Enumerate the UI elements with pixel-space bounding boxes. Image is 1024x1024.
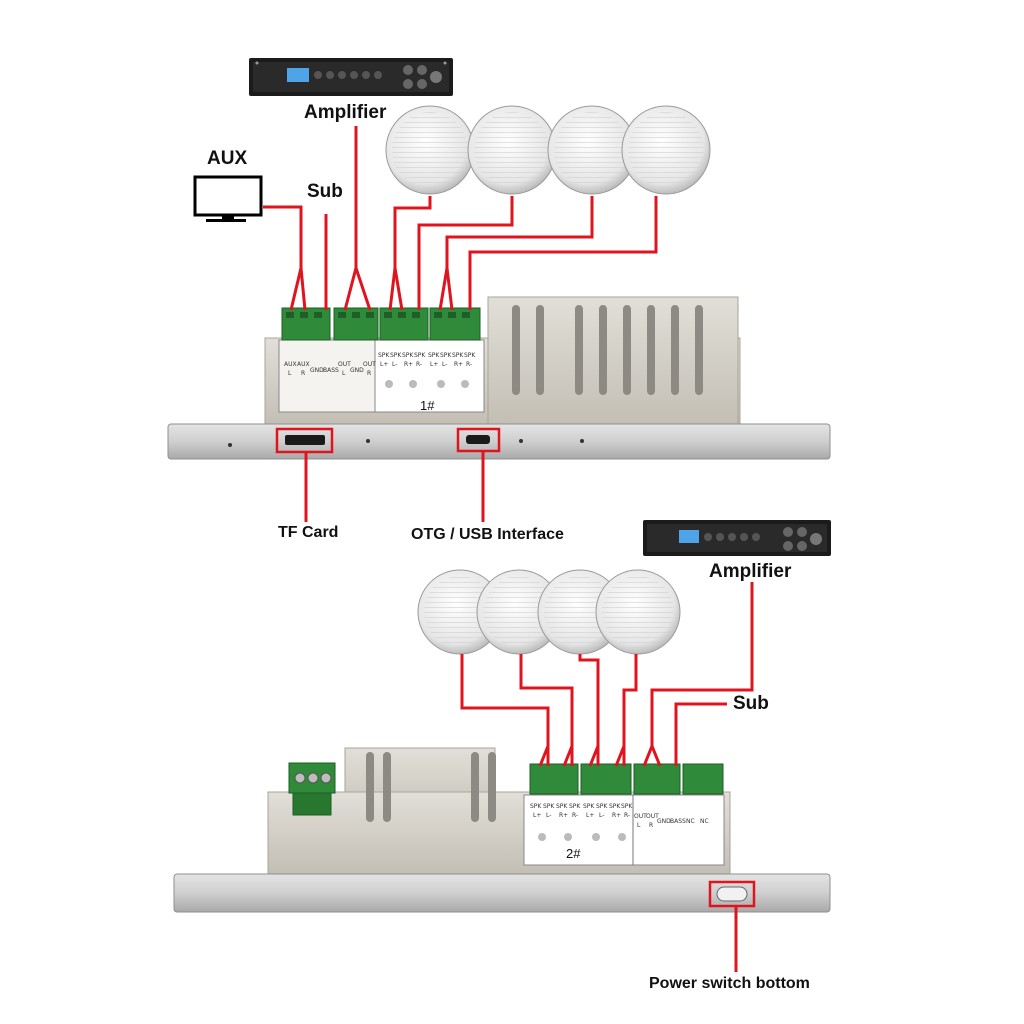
svg-text:R-: R- [624, 812, 630, 819]
ceiling-speaker-icon [467, 105, 557, 195]
amplifier-bottom-label: Amplifier [709, 561, 792, 582]
ceiling-speaker-icon [476, 569, 562, 655]
aux-label: AUX [207, 148, 248, 169]
svg-text:SPK: SPK [428, 352, 440, 359]
svg-text:R+: R+ [404, 361, 413, 368]
otg-usb-label: OTG / USB Interface [411, 526, 564, 543]
svg-text:R-: R- [416, 361, 422, 368]
svg-text:SPK: SPK [543, 803, 555, 810]
svg-text:R: R [649, 822, 653, 829]
svg-text:L+: L+ [533, 812, 541, 819]
svg-text:R-: R- [466, 361, 472, 368]
svg-text:SPK: SPK [402, 352, 414, 359]
power-switch-label: Power switch bottom [649, 975, 810, 992]
svg-text:BASS: BASS [670, 818, 686, 825]
wires [263, 126, 754, 972]
ceiling-speaker-icon [621, 105, 711, 195]
svg-text:GND: GND [310, 367, 324, 374]
svg-text:SPK: SPK [556, 803, 568, 810]
svg-text:SPK: SPK [596, 803, 608, 810]
amplifier-bottom-icon [643, 520, 831, 556]
svg-text:OUT: OUT [363, 361, 376, 368]
svg-text:L: L [288, 370, 292, 377]
svg-text:GND: GND [657, 818, 671, 825]
svg-text:SPK: SPK [621, 803, 633, 810]
svg-text:SPK: SPK [569, 803, 581, 810]
svg-text:R+: R+ [454, 361, 463, 368]
sub-bottom-label: Sub [733, 693, 769, 714]
svg-text:AUX: AUX [284, 361, 297, 368]
svg-text:OUT: OUT [646, 813, 659, 820]
svg-text:NC: NC [700, 818, 709, 825]
svg-text:NC: NC [686, 818, 695, 825]
svg-text:SPK: SPK [609, 803, 621, 810]
sub-top-label: Sub [307, 181, 343, 202]
svg-text:SPK: SPK [464, 352, 476, 359]
svg-text:SPK: SPK [530, 803, 542, 810]
svg-text:OUT: OUT [634, 813, 647, 820]
ceiling-speaker-icon [595, 569, 681, 655]
svg-text:L+: L+ [430, 361, 438, 368]
svg-text:R: R [367, 370, 371, 377]
panel-1-id: 1# [420, 398, 435, 413]
svg-text:L-: L- [392, 361, 397, 368]
amplifier-top-icon [249, 58, 453, 96]
svg-text:L-: L- [442, 361, 447, 368]
svg-text:L+: L+ [586, 812, 594, 819]
svg-text:SPK: SPK [378, 352, 390, 359]
svg-text:BASS: BASS [323, 367, 339, 374]
svg-text:L-: L- [599, 812, 604, 819]
svg-text:SPK: SPK [583, 803, 595, 810]
svg-text:R+: R+ [612, 812, 621, 819]
svg-text:L+: L+ [380, 361, 388, 368]
highlight-box [708, 880, 756, 908]
panel-2-id: 2# [566, 846, 581, 861]
svg-text:R: R [301, 370, 305, 377]
svg-text:GND: GND [350, 367, 364, 374]
monitor-icon [193, 175, 263, 222]
svg-text:SPK: SPK [414, 352, 426, 359]
svg-text:L-: L- [546, 812, 551, 819]
svg-text:SPK: SPK [390, 352, 402, 359]
ceiling-speaker-icon [547, 105, 637, 195]
svg-text:SPK: SPK [452, 352, 464, 359]
ceiling-speaker-icon [417, 569, 503, 655]
svg-text:R-: R- [572, 812, 578, 819]
ceiling-speaker-icon [385, 105, 475, 195]
svg-text:L: L [342, 370, 346, 377]
svg-text:OUT: OUT [338, 361, 351, 368]
amplifier-top-label: Amplifier [304, 102, 387, 123]
svg-text:L: L [637, 822, 641, 829]
svg-text:SPK: SPK [440, 352, 452, 359]
svg-text:AUX: AUX [297, 361, 310, 368]
tf-card-label: TF Card [278, 524, 339, 541]
svg-text:R+: R+ [559, 812, 568, 819]
